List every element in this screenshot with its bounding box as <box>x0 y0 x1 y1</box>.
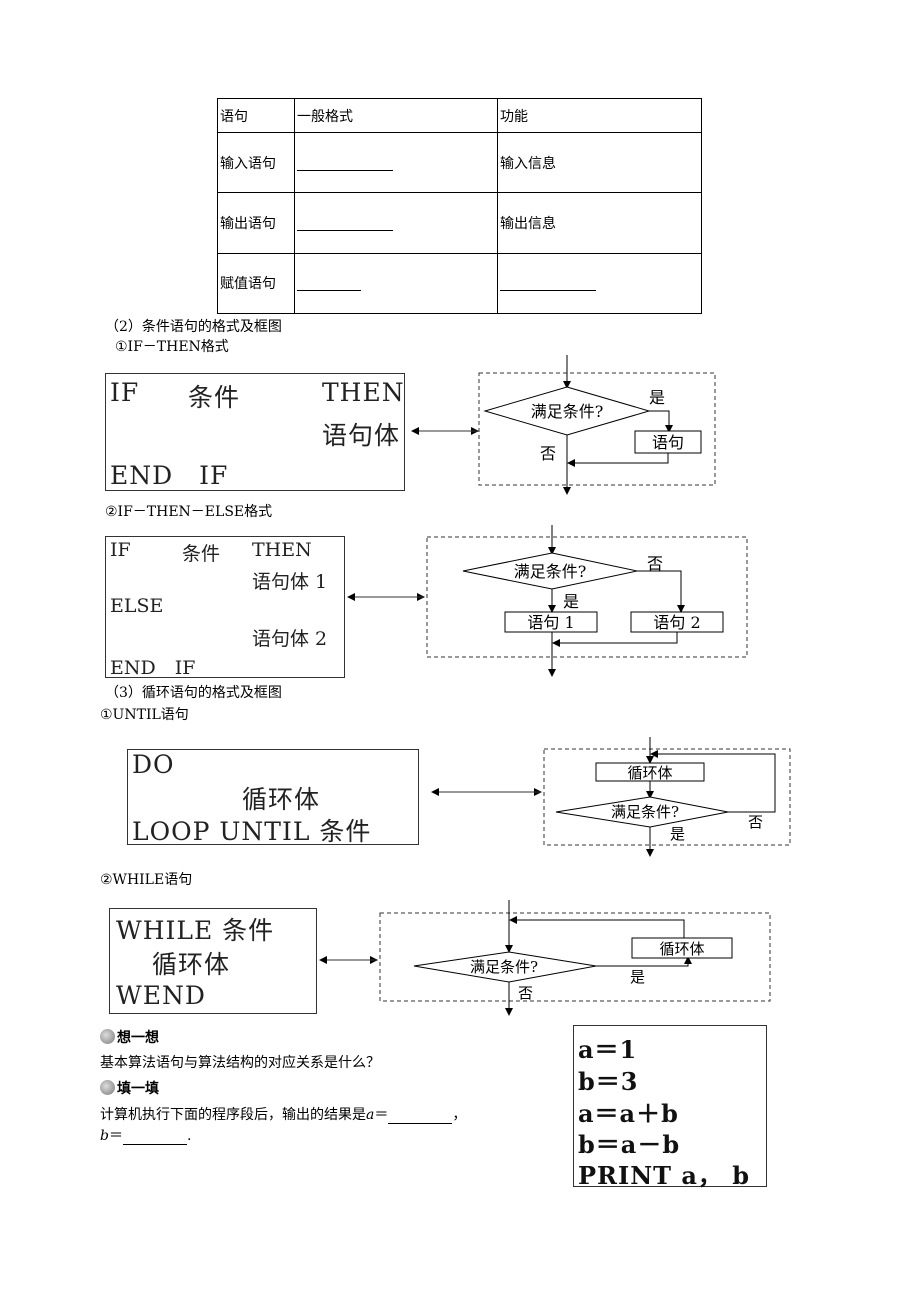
row-function: 输出信息 <box>497 192 702 254</box>
loop-body-text: 循环体 <box>627 764 672 782</box>
condition-text: 满足条件? <box>514 562 587 581</box>
code-keyword: IF <box>110 539 131 561</box>
loop-body-box <box>631 937 733 959</box>
program-line: a＝a＋b <box>578 1099 679 1128</box>
code-condition: 条件 <box>188 383 241 412</box>
code-keyword: ELSE <box>110 595 164 617</box>
if-then-flowchart: 满足条件? 是 语句 否 <box>411 355 716 495</box>
subsection-label: ②IF－THEN－ELSE格式 <box>105 504 273 520</box>
fill-icon <box>100 1080 115 1095</box>
function-blank[interactable] <box>497 252 702 315</box>
think-icon <box>100 1029 115 1044</box>
fill-line-2: b＝. <box>100 1128 192 1145</box>
statement1-box <box>504 611 598 633</box>
no-label: 否 <box>518 984 533 1002</box>
code-body: 语句体 1 <box>252 571 328 593</box>
no-label: 否 <box>748 813 763 831</box>
until-code-box: DO 循环体 LOOP UNTIL 条件 <box>127 749 419 846</box>
dashed-frame <box>379 912 771 1002</box>
header-format: 一般格式 <box>294 97 498 134</box>
code-line: WHILE 条件 <box>116 916 275 945</box>
loop-body-text: 循环体 <box>659 940 704 958</box>
code-condition: 条件 <box>182 543 221 565</box>
format-blank[interactable] <box>294 132 498 194</box>
code-end: END IF <box>110 461 229 490</box>
while-code-box: WHILE 条件 循环体 WEND <box>109 908 317 1014</box>
program-line: b＝3 <box>578 1067 639 1096</box>
code-line: DO <box>132 750 175 779</box>
no-label: 否 <box>540 444 556 463</box>
subsection-label: ②WHILE语句 <box>100 872 193 888</box>
if-then-else-flowchart: 满足条件? 否 是 语句 1 语句 2 <box>347 525 748 677</box>
code-line: 循环体 <box>242 785 321 814</box>
fill-title: 填一填 <box>100 1080 159 1098</box>
subsection-label: ①UNTIL语句 <box>100 707 189 723</box>
yes-label: 是 <box>649 388 665 407</box>
section-heading: （2）条件语句的格式及框图 <box>105 319 282 335</box>
if-then-code-box: IF 条件 THEN 语句体 END IF <box>105 373 405 491</box>
answer-b-blank[interactable] <box>122 1130 187 1145</box>
header-statement: 语句 <box>217 97 295 134</box>
dashed-frame <box>478 372 716 486</box>
program-line: PRINT a， b <box>578 1161 751 1190</box>
no-label: 否 <box>647 554 663 573</box>
program-line: a＝1 <box>578 1035 638 1064</box>
code-line: WEND <box>116 981 206 1010</box>
statement2-text: 语句 2 <box>653 613 700 632</box>
statement1-text: 语句 1 <box>527 613 574 632</box>
code-body: 语句体 2 <box>252 628 328 650</box>
yes-label: 是 <box>670 825 685 843</box>
while-flowchart: 满足条件? 是 循环体 否 <box>319 900 771 1016</box>
condition-text: 满足条件? <box>611 803 679 821</box>
code-keyword: THEN <box>252 539 312 561</box>
row-name: 赋值语句 <box>217 252 295 315</box>
condition-text: 满足条件? <box>470 958 538 976</box>
row-name: 输入语句 <box>217 132 295 194</box>
dashed-frame <box>426 536 748 658</box>
fill-line-1: 计算机执行下面的程序段后，输出的结果是a＝， <box>100 1107 467 1124</box>
answer-a-blank[interactable] <box>388 1109 453 1124</box>
code-end: END IF <box>110 657 196 679</box>
dashed-frame <box>543 748 791 846</box>
yes-label: 是 <box>630 968 645 986</box>
code-line: 循环体 <box>152 950 231 979</box>
until-flowchart: 循环体 满足条件? 否 是 <box>431 737 791 857</box>
code-line: LOOP UNTIL 条件 <box>132 817 372 846</box>
think-question: 基本算法语句与算法结构的对应关系是什么？ <box>100 1055 380 1071</box>
yes-label: 是 <box>563 592 579 611</box>
format-blank[interactable] <box>294 192 498 254</box>
statement-text: 语句 <box>652 433 684 452</box>
statement-table: 语句 一般格式 功能 输入语句 输入信息 输出语句 输出信息 赋值语句 <box>217 97 702 315</box>
format-blank[interactable] <box>294 252 498 315</box>
program-box: a＝1 b＝3 a＝a＋b b＝a－b PRINT a， b <box>573 1025 767 1190</box>
program-line: b＝a－b <box>578 1130 681 1159</box>
code-keyword: IF <box>110 378 140 407</box>
row-function: 输入信息 <box>497 132 702 194</box>
header-function: 功能 <box>497 97 702 134</box>
row-name: 输出语句 <box>217 192 295 254</box>
if-then-else-code-box: IF 条件 THEN 语句体 1 ELSE 语句体 2 END IF <box>105 536 345 679</box>
subsection-label: ①IF－THEN格式 <box>115 339 229 355</box>
section-heading: （3）循环语句的格式及框图 <box>105 685 282 701</box>
code-body: 语句体 <box>322 421 401 450</box>
think-title: 想一想 <box>100 1029 159 1047</box>
code-keyword: THEN <box>322 378 405 407</box>
condition-text: 满足条件? <box>531 402 604 421</box>
